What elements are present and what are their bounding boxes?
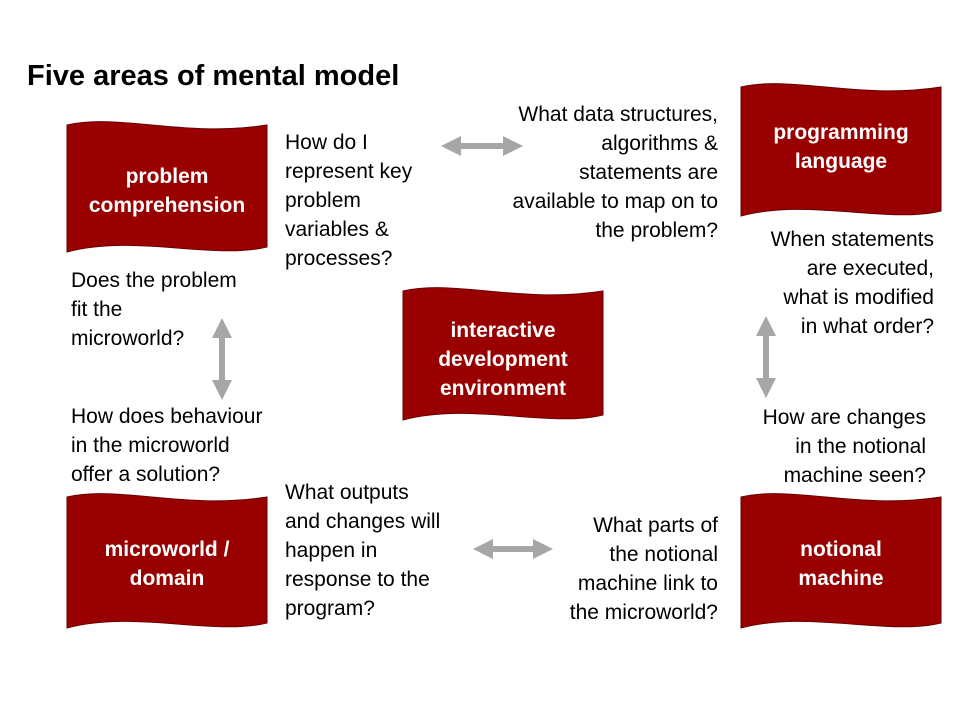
banner-label: problem comprehension — [88, 165, 246, 217]
question-problem-fit: Does the problem fit the microworld? — [71, 269, 237, 350]
banner-notional-machine: notional machine — [738, 490, 944, 634]
banner-interactive-development-environment: interactive development environment — [400, 284, 606, 426]
banner-programming-language: programming language — [738, 80, 944, 222]
question-statements-executed: When statements are executed, what is mo… — [770, 228, 934, 338]
banner-label: programming language — [773, 121, 909, 173]
question-represent: How do I represent key problem variables… — [285, 131, 413, 270]
question-outputs: What outputs and changes will happen in … — [285, 481, 441, 620]
banner-label: notional machine — [798, 538, 884, 590]
double-arrow-horizontal-bottom — [473, 539, 553, 559]
double-arrow-vertical-left — [212, 318, 232, 400]
banner-label: microworld / domain — [104, 538, 230, 590]
question-behaviour: How does behaviour in the microworld off… — [71, 405, 263, 486]
page-title: Five areas of mental model — [27, 60, 400, 92]
question-data-structures: What data structures, algorithms & state… — [512, 103, 718, 242]
banner-label: interactive development environment — [438, 319, 568, 400]
question-parts-link: What parts of the notional machine link … — [569, 514, 718, 624]
banner-problem-comprehension: problem comprehension — [64, 118, 270, 258]
question-changes-seen: How are changes in the notional machine … — [762, 406, 926, 487]
double-arrow-vertical-right — [756, 316, 776, 398]
double-arrow-horizontal-top — [441, 136, 523, 156]
banner-microworld-domain: microworld / domain — [64, 490, 270, 634]
